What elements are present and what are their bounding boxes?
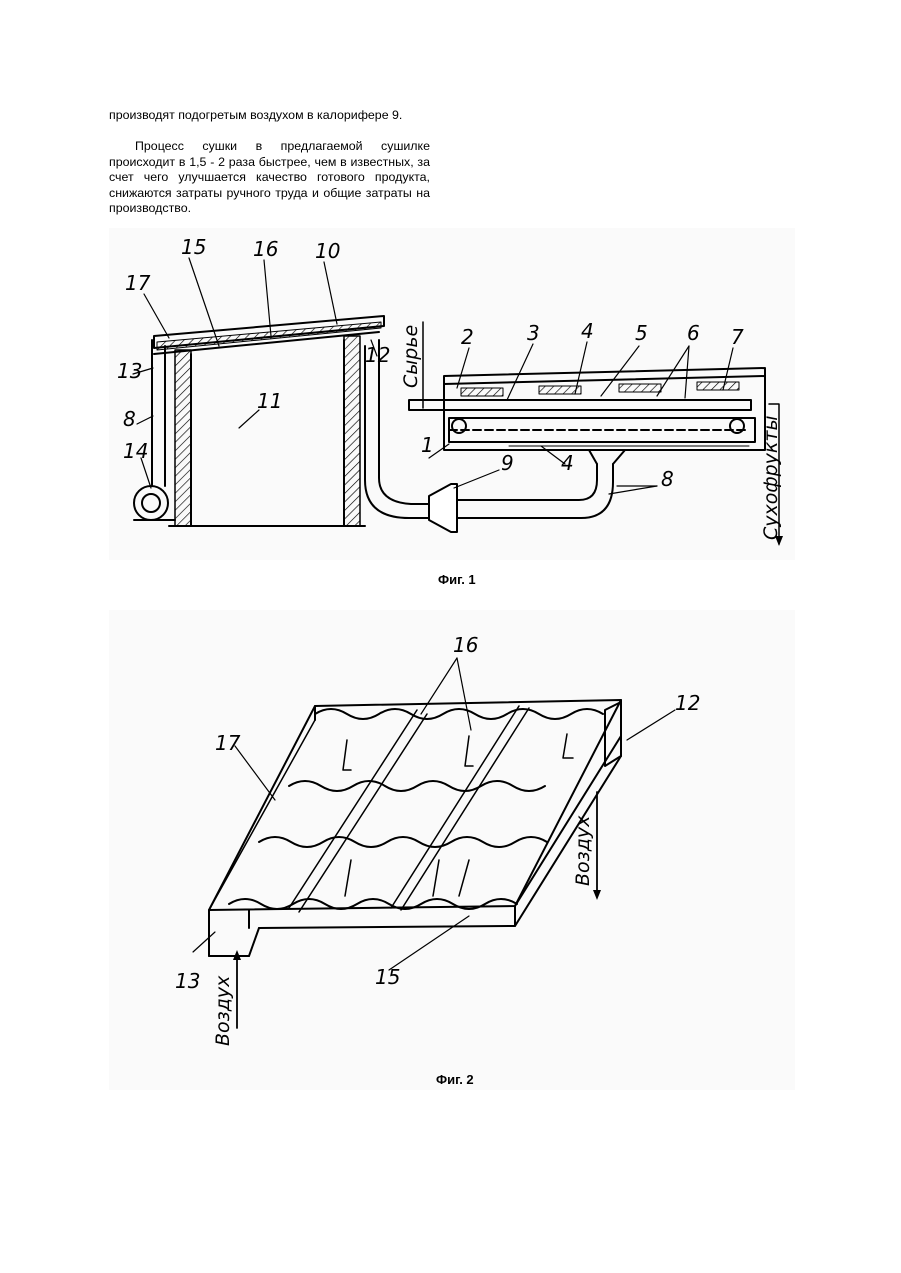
label-sukhofrukty: Сухофрукты	[760, 416, 782, 540]
label-17: 17	[215, 731, 241, 755]
air-panel	[209, 700, 621, 956]
paragraph-2: Процесс сушки в предлагаемой сушилке про…	[109, 139, 430, 217]
label-17: 17	[125, 271, 151, 295]
label-6: 6	[687, 321, 700, 345]
label-12: 12	[675, 691, 700, 715]
label-4-bottom: 4	[561, 451, 574, 475]
paragraph-1: производят подогретым воздухом в калориф…	[109, 108, 430, 124]
label-15: 15	[375, 965, 400, 989]
label-15: 15	[181, 235, 206, 259]
label-8-left: 8	[123, 407, 136, 431]
label-13: 13	[117, 359, 142, 383]
figure-2-caption: Фиг. 2	[436, 1072, 474, 1087]
label-4-top: 4	[581, 319, 594, 343]
figure-1-drawing: 17 15 16 10 11 13 8 14 12 2 3 4 5 6 7 1 …	[109, 228, 795, 560]
label-5: 5	[635, 321, 648, 345]
label-16: 16	[453, 633, 478, 657]
leader-lines	[133, 258, 733, 494]
leader-lines-fig2	[193, 658, 675, 970]
label-11: 11	[257, 389, 282, 413]
label-14: 14	[123, 439, 148, 463]
label-3: 3	[527, 321, 540, 345]
label-vozdukh-right: Воздух	[572, 815, 594, 886]
figure-2-drawing: 16 12 17 13 15 Воздух Воздух	[109, 610, 795, 1090]
figure-1-caption: Фиг. 1	[438, 572, 476, 587]
label-vozdukh-left: Воздух	[212, 975, 234, 1046]
label-8-right: 8	[661, 467, 674, 491]
chamber-walls	[169, 336, 365, 526]
label-13: 13	[175, 969, 200, 993]
label-syrye: Сырье	[400, 325, 422, 388]
label-9: 9	[501, 451, 514, 475]
conveyor-dryer	[409, 322, 783, 546]
label-10: 10	[315, 239, 340, 263]
label-12: 12	[365, 343, 390, 367]
label-7: 7	[731, 325, 744, 349]
label-1: 1	[421, 433, 434, 457]
label-16: 16	[253, 237, 278, 261]
label-2: 2	[461, 325, 474, 349]
air-arrows	[233, 792, 601, 1028]
